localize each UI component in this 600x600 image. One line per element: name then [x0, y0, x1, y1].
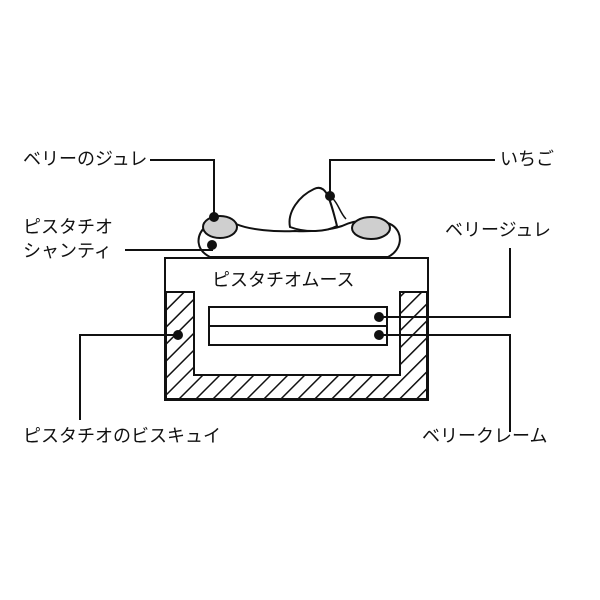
berry-gelee-right-blob	[351, 216, 391, 240]
berry-jelly-layer	[208, 306, 388, 327]
leader-line-strawberry	[329, 159, 495, 196]
label-berry-jelly: ベリージュレ	[445, 220, 552, 241]
leader-dot-berry-gelee-top	[209, 212, 219, 222]
label-strawberry: いちご	[500, 149, 554, 170]
label-berry-cream: ベリークレーム	[422, 426, 548, 447]
leader-dot-berry-cream	[374, 330, 384, 340]
leader-line-berry-gelee-top	[150, 159, 215, 217]
label-berry-gelee-top: ベリーのジュレ	[23, 149, 148, 170]
label-pistachio-chantilly-line2: シャンティ	[23, 241, 112, 262]
leader-dot-berry-jelly	[374, 312, 384, 322]
berry-cream-layer	[208, 325, 388, 346]
label-pistachio-mousse: ピスタチオムース	[212, 270, 355, 291]
label-pistachio-chantilly-line1: ピスタチオ	[23, 217, 113, 238]
berry-gelee-left-blob	[202, 215, 238, 239]
leader-line-pistachio-biscuit	[79, 334, 178, 420]
leader-dot-pistachio-biscuit	[173, 330, 183, 340]
leader-line-berry-cream	[379, 334, 511, 432]
leader-dot-pistachio-chantilly	[207, 240, 217, 250]
leader-dot-strawberry	[325, 191, 335, 201]
label-pistachio-biscuit: ピスタチオのビスキュイ	[23, 426, 221, 447]
leader-line-berry-jelly	[379, 248, 511, 318]
pistachio-biscuit-hatch	[165, 291, 428, 400]
